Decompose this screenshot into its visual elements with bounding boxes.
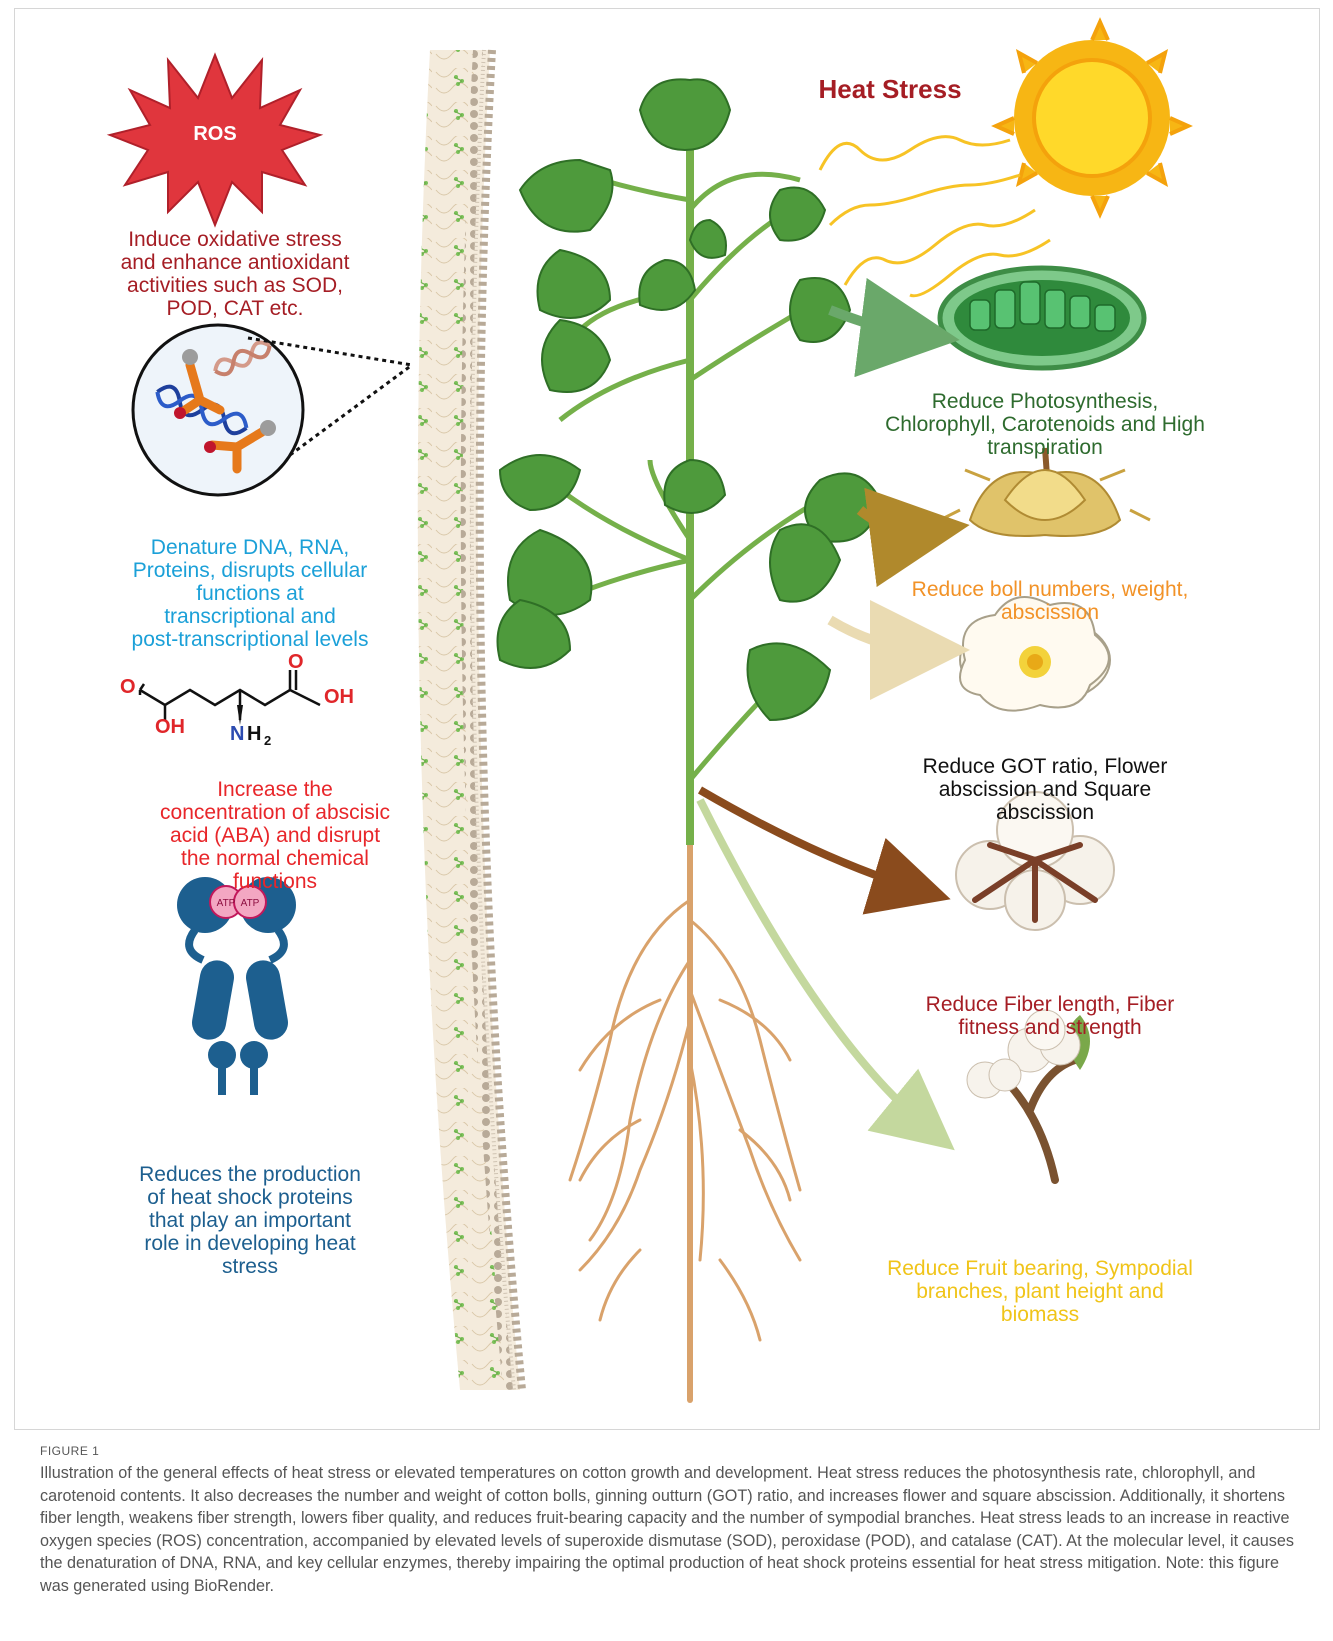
boll-line-1: Reduce boll numbers, weight, bbox=[880, 578, 1220, 601]
oxygen-left: O bbox=[120, 676, 136, 698]
arrow-boll bbox=[860, 510, 930, 531]
fiber-effect-text: Reduce Fiber length, Fiber fitness and s… bbox=[880, 993, 1220, 1039]
ros-line-3: activities such as SOD, bbox=[85, 274, 385, 297]
dna-line-2: Proteins, disrupts cellular bbox=[100, 559, 400, 582]
photo-line-2: Chlorophyll, Carotenoids and High bbox=[855, 413, 1235, 436]
fiber-line-2: fitness and strength bbox=[880, 1016, 1220, 1039]
cotton-plant bbox=[498, 79, 881, 1400]
nitrogen: N bbox=[230, 723, 244, 745]
ros-line-4: POD, CAT etc. bbox=[85, 297, 385, 320]
hsp-line-4: role in developing heat bbox=[100, 1232, 400, 1255]
figure-label: FIGURE 1 bbox=[40, 1444, 99, 1458]
chloroplast-icon bbox=[940, 268, 1144, 368]
got-line-3: abscission bbox=[875, 801, 1215, 824]
cell-membrane bbox=[418, 50, 522, 1390]
got-line-2: abscission and Square bbox=[875, 778, 1215, 801]
dna-protein-icon bbox=[133, 325, 412, 495]
aba-effect-text: Increase the concentration of abscisic a… bbox=[125, 778, 425, 893]
dna-line-5: post-transcriptional levels bbox=[100, 628, 400, 651]
got-effect-text: Reduce GOT ratio, Flower abscission and … bbox=[875, 755, 1215, 824]
sun-icon bbox=[996, 22, 1188, 214]
ros-starburst: ROS bbox=[110, 55, 320, 225]
hsp-line-3: that play an important bbox=[100, 1209, 400, 1232]
aba-line-4: the normal chemical bbox=[125, 847, 425, 870]
arrow-flower bbox=[830, 620, 930, 650]
dna-line-4: transcriptional and bbox=[100, 605, 400, 628]
dna-line-1: Denature DNA, RNA, bbox=[100, 536, 400, 559]
photo-line-3: transpiration bbox=[855, 436, 1235, 459]
ros-label: ROS bbox=[193, 123, 236, 145]
dna-effect-text: Denature DNA, RNA, Proteins, disrupts ce… bbox=[100, 536, 400, 651]
fruit-line-3: biomass bbox=[850, 1303, 1230, 1326]
hydrogen: H bbox=[247, 723, 261, 745]
boll-line-2: abscission bbox=[880, 601, 1220, 624]
dna-line-3: functions at bbox=[100, 582, 400, 605]
ros-line-1: Induce oxidative stress bbox=[85, 228, 385, 251]
figure-title: Heat Stress bbox=[795, 74, 985, 105]
ros-line-2: and enhance antioxidant bbox=[85, 251, 385, 274]
hsp-line-1: Reduces the production bbox=[100, 1163, 400, 1186]
chemical-structure: O OH O OH N H 2 bbox=[120, 651, 354, 748]
hydroxyl-bottom: OH bbox=[155, 716, 185, 738]
subscript-two: 2 bbox=[264, 733, 271, 748]
photo-line-1: Reduce Photosynthesis, bbox=[855, 390, 1235, 413]
got-line-1: Reduce GOT ratio, Flower bbox=[875, 755, 1215, 778]
aba-line-3: acid (ABA) and disrupt bbox=[125, 824, 425, 847]
fruit-effect-text: Reduce Fruit bearing, Sympodial branches… bbox=[850, 1257, 1230, 1326]
atp-label-right: ATP bbox=[241, 898, 260, 909]
hsp-line-2: of heat shock proteins bbox=[100, 1186, 400, 1209]
hydroxyl-right: OH bbox=[324, 686, 354, 708]
fiber-line-1: Reduce Fiber length, Fiber bbox=[880, 993, 1220, 1016]
hsp-line-5: stress bbox=[100, 1255, 400, 1278]
hsp-effect-text: Reduces the production of heat shock pro… bbox=[100, 1163, 400, 1278]
oxygen-top: O bbox=[288, 651, 304, 673]
fruit-line-1: Reduce Fruit bearing, Sympodial bbox=[850, 1257, 1230, 1280]
dried-boll-icon bbox=[940, 448, 1150, 536]
aba-line-2: concentration of abscisic bbox=[125, 801, 425, 824]
boll-effect-text: Reduce boll numbers, weight, abscission bbox=[880, 578, 1220, 624]
aba-line-5: functions bbox=[125, 870, 425, 893]
photosynthesis-effect-text: Reduce Photosynthesis, Chlorophyll, Caro… bbox=[855, 390, 1235, 459]
heat-shock-protein-icon: ATP ATP bbox=[177, 877, 296, 1095]
aba-line-1: Increase the bbox=[125, 778, 425, 801]
fruit-line-2: branches, plant height and bbox=[850, 1280, 1230, 1303]
ros-effect-text: Induce oxidative stress and enhance anti… bbox=[85, 228, 385, 320]
figure-caption: Illustration of the general effects of h… bbox=[40, 1462, 1300, 1598]
atp-label-left: ATP bbox=[217, 898, 236, 909]
